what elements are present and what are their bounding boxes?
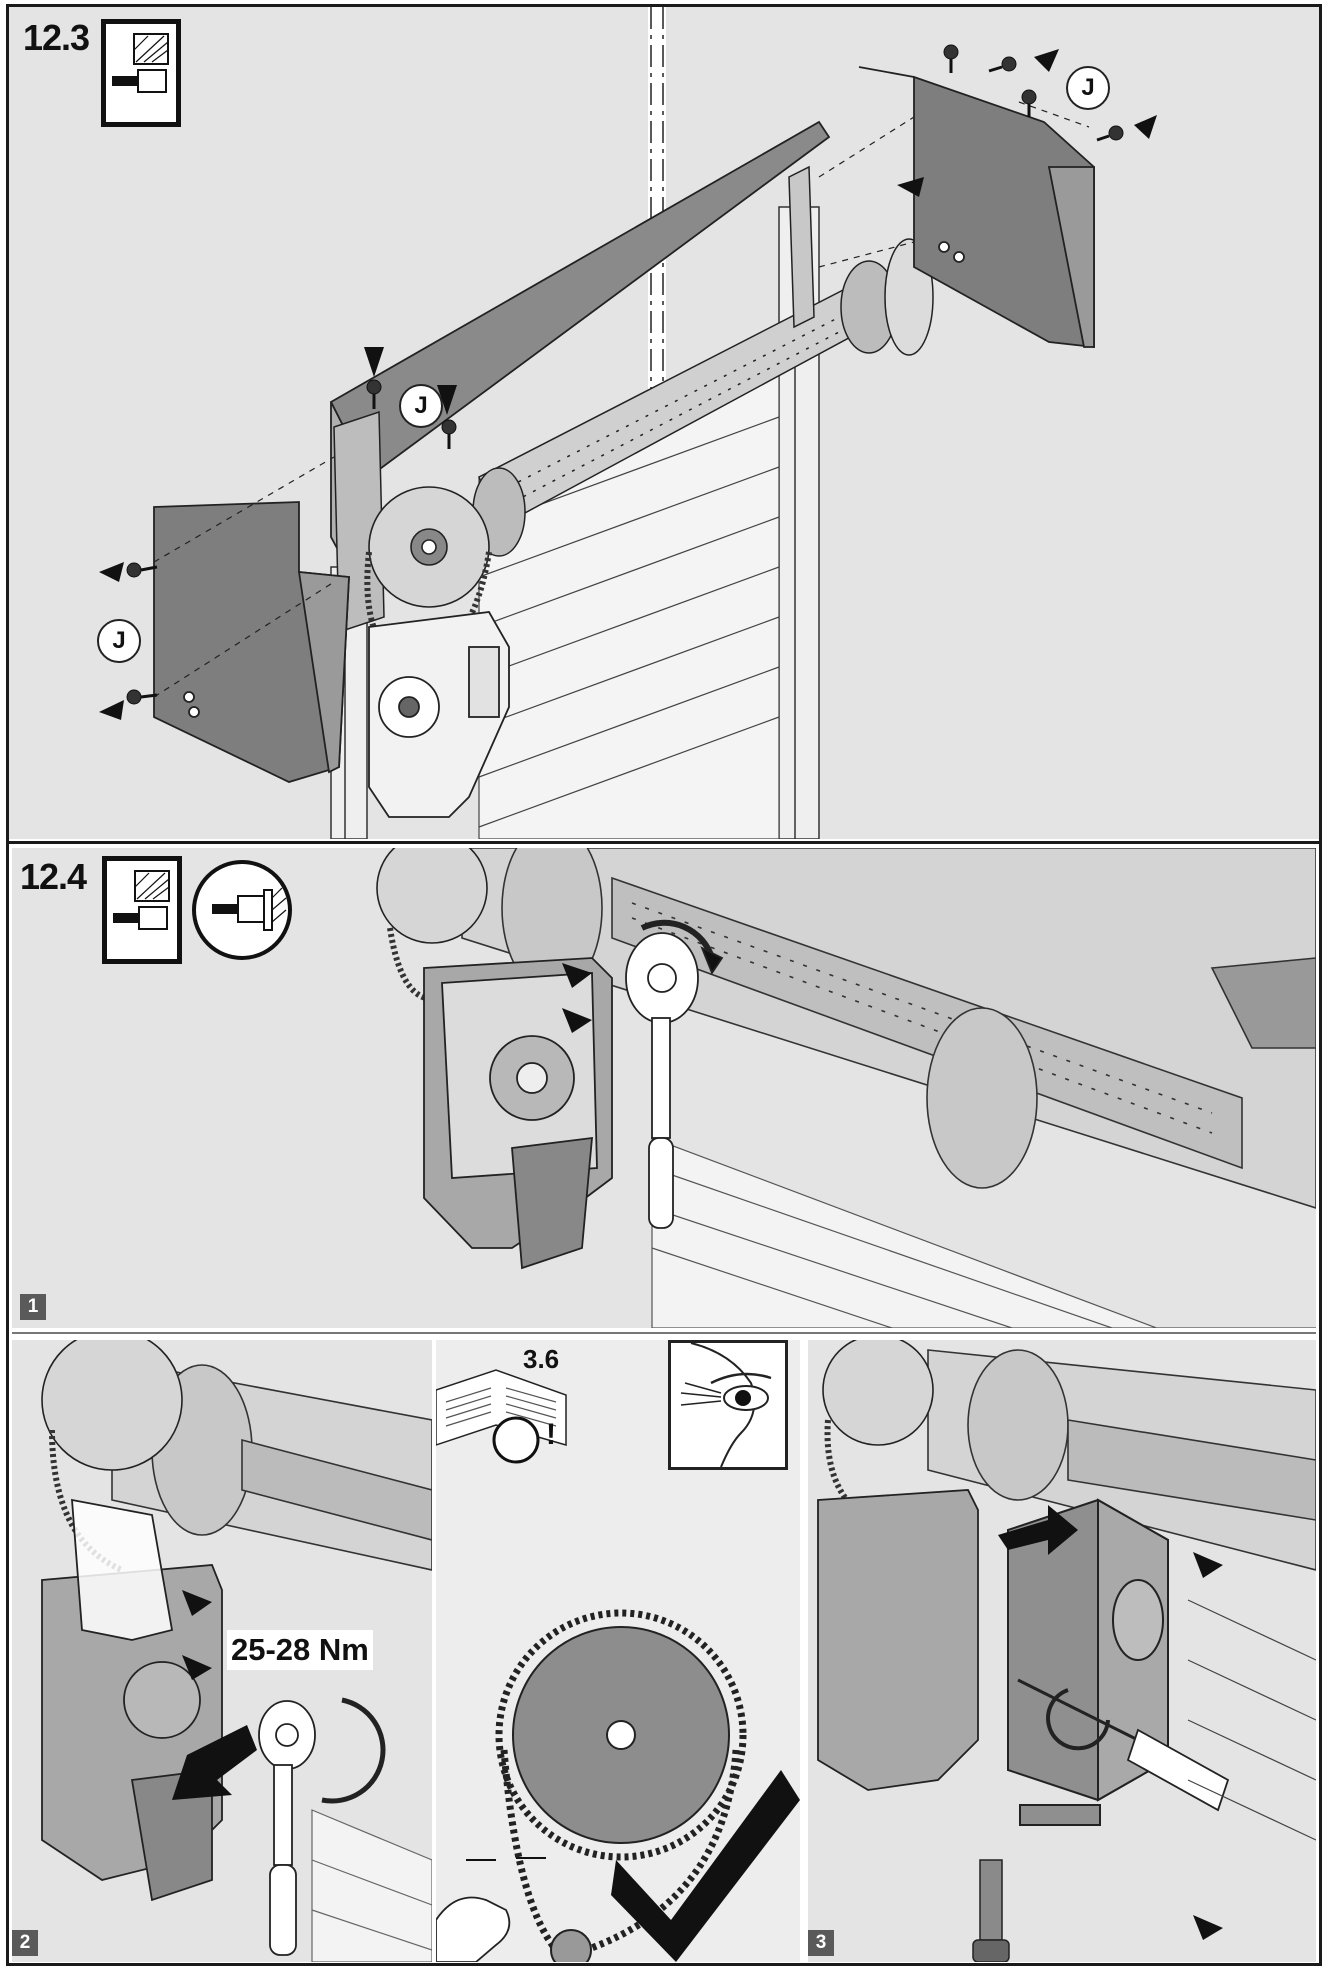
page-frame [6,4,1322,1966]
sprocket-chain-left [364,486,492,670]
drive-shaft-closeup [461,848,1316,1209]
chain-loop [500,1749,740,1954]
torque-value-label: 25-28 Nm [227,1630,373,1670]
step-2-panel: 25-28 Nm 2 [12,1340,432,1962]
arrow-icons-step-3 [998,1505,1223,1940]
operator-motor-step-3 [817,1489,979,1791]
screw-icons-12-3 [126,44,1124,705]
step-divider [12,1332,1316,1334]
step-number-2: 2 [12,1930,38,1956]
mount-type-icon-12-4 [102,856,182,964]
sprocket-step-2 [41,1340,183,1573]
operator-motor-step-2 [41,1498,223,1902]
checkmark-icon [611,1770,800,1962]
pull-handle [979,1859,1003,1941]
operator-motor-step-1 [423,957,613,1270]
step-number-1: 1 [20,1294,46,1320]
section-12-3-panel: 12.3 J J J [9,7,1319,839]
counterweight [972,1939,1010,1962]
manual-reference-icon [436,1369,567,1464]
motor-cover [1007,1498,1169,1826]
mount-type-icon-12-3 [101,19,181,127]
side-cover-left [153,501,350,783]
mount-detail-circle-icon [192,860,292,960]
step-3-panel: 3 [808,1340,1316,1962]
section-label-12-3: 12.3 [23,17,90,58]
eye-inspection-icon [668,1340,788,1470]
eye-icon [680,1343,772,1467]
marker-j-left: J [97,619,141,663]
marker-j-top: J [399,384,443,428]
step-3-illustration [817,1340,1316,1962]
door-curtain-closeup [651,1137,1316,1328]
wall-mount-icon [112,33,169,93]
step-1-panel: 12.4 1 [12,848,1316,1328]
torque-wrench-step-2 [258,1697,386,1956]
step-1-illustration [376,848,1316,1328]
side-cover-right [858,66,1095,349]
step-2-inspection-panel: 3.6 ! [436,1340,800,1962]
section-divider [6,841,1322,844]
hand-icon [436,1896,511,1962]
arrow-icons-12-3 [99,49,1157,720]
sprocket-large [495,1609,747,1861]
measure-arrows [466,1857,546,1861]
screwdriver-icon [1017,1678,1230,1812]
section-12-3-illustration [99,7,1157,839]
step-number-3: 3 [808,1930,834,1956]
ratchet-wrench-step-1 [625,919,724,1229]
arrow-icons-step-1 [562,963,592,1033]
warning-symbol: ! [546,1418,556,1451]
section-label-12-4: 12.4 [20,856,87,897]
operator-motor-12-3 [368,611,510,818]
step-2-illustration [41,1340,432,1962]
wall-mount-icon-12-4 [113,870,170,930]
small-sprocket [550,1929,592,1962]
arrow-icons-step-2 [172,1590,257,1800]
marker-j-right: J [1066,66,1110,110]
reference-number: 3.6 [523,1344,560,1374]
chain-inspection-illustration [436,1369,800,1962]
